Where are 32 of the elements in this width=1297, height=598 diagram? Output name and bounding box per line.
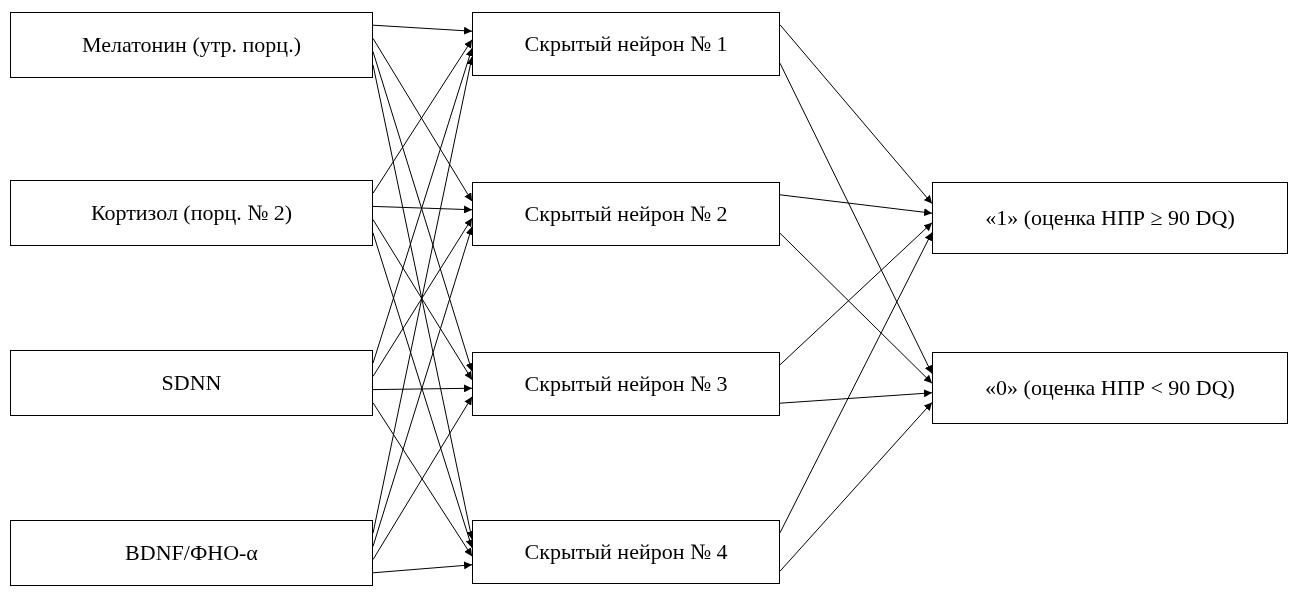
arrow bbox=[372, 561, 473, 574]
node-box bbox=[10, 180, 373, 246]
node-label: «1» (оценка НПР ≥ 90 DQ) bbox=[985, 205, 1235, 231]
node-box bbox=[472, 182, 780, 246]
node-label: Скрытый нейрон № 4 bbox=[524, 539, 728, 565]
arrow bbox=[779, 231, 933, 534]
node-box bbox=[472, 352, 780, 416]
arrow bbox=[779, 24, 933, 205]
arrow bbox=[779, 389, 933, 404]
node-box bbox=[932, 352, 1288, 424]
node-label: BDNF/ФНО-α bbox=[125, 540, 258, 566]
node-box bbox=[472, 520, 780, 584]
node-box bbox=[932, 182, 1288, 254]
node-label: Кортизол (порц. № 2) bbox=[90, 200, 293, 226]
node-label: Мелатонин (утр. порц.) bbox=[82, 32, 301, 58]
node-box bbox=[472, 12, 780, 76]
arrow bbox=[779, 222, 933, 366]
arrow bbox=[779, 232, 933, 384]
node-label: SDNN bbox=[161, 370, 222, 396]
arrow bbox=[372, 205, 473, 214]
node-label: Скрытый нейрон № 3 bbox=[524, 371, 728, 397]
node-box bbox=[10, 12, 373, 78]
node-label: Скрытый нейрон № 1 bbox=[524, 31, 728, 57]
arrow bbox=[779, 62, 933, 375]
node-box bbox=[10, 350, 373, 416]
arrow bbox=[779, 194, 933, 217]
node-box bbox=[10, 520, 373, 586]
arrow bbox=[372, 384, 473, 393]
node-label: Скрытый нейрон № 2 bbox=[524, 201, 728, 227]
node-label: «0» (оценка НПР < 90 DQ) bbox=[985, 375, 1235, 401]
arrow bbox=[372, 24, 473, 35]
arrow bbox=[779, 401, 933, 572]
